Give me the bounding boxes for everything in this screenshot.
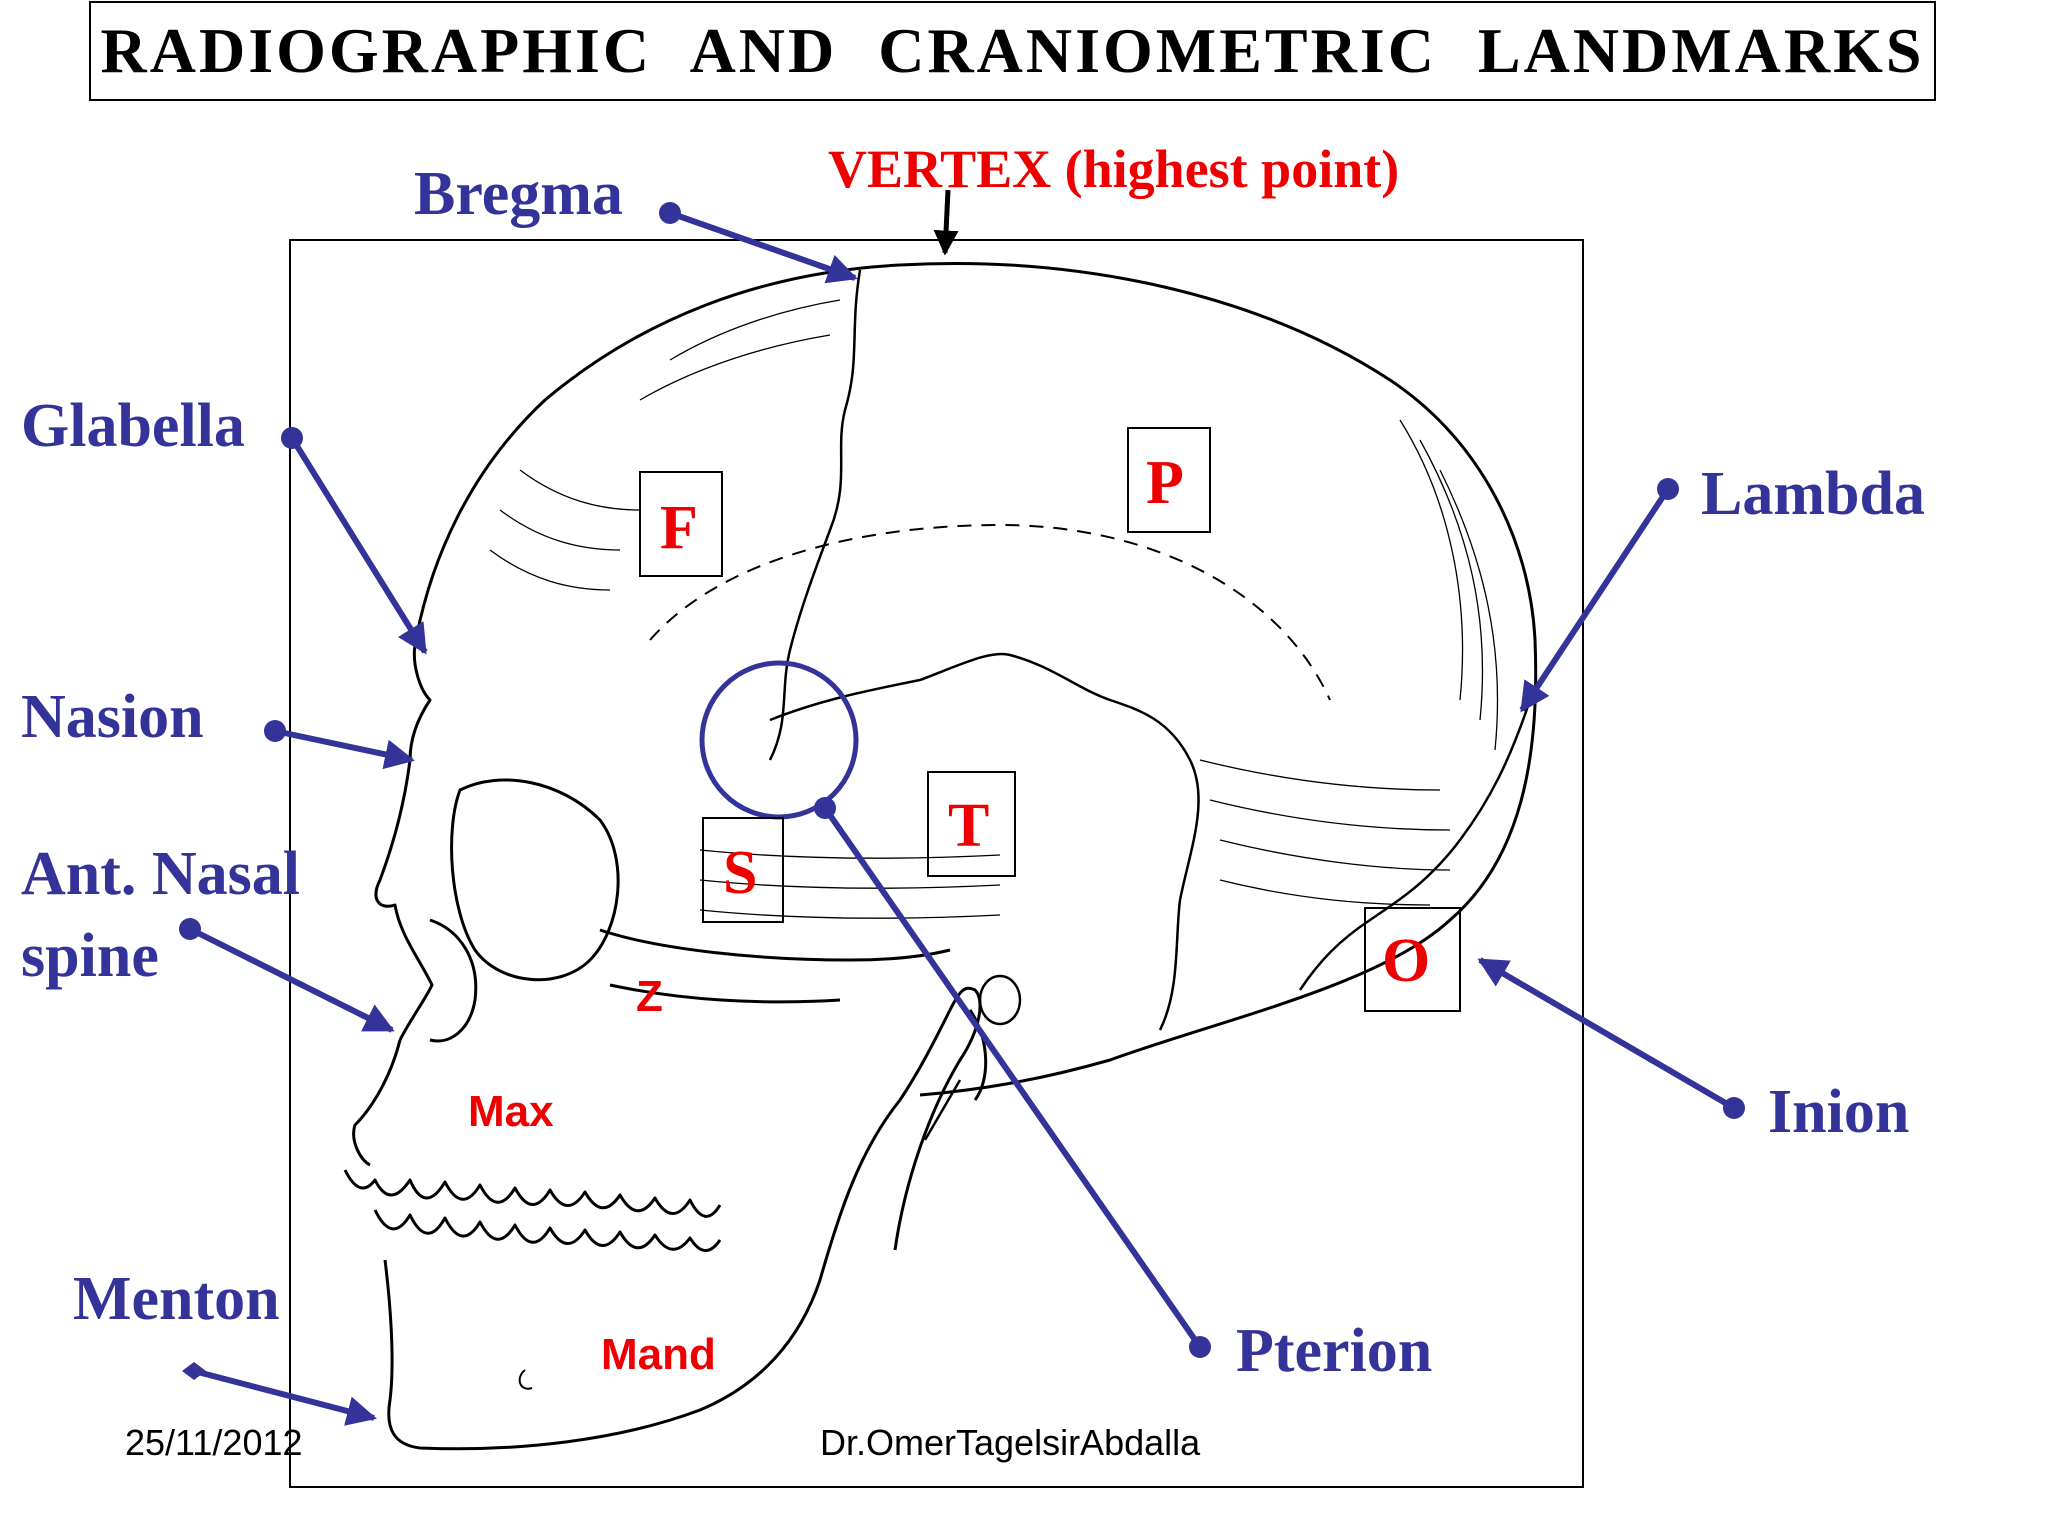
inion-arrow <box>1477 957 1736 1111</box>
lambda-label: Lambda <box>1701 460 1925 528</box>
skull-drawing <box>343 262 1538 1451</box>
temporal-box <box>927 771 1016 877</box>
bregma-label: Bregma <box>414 160 623 228</box>
frontal-box <box>639 471 723 577</box>
ant-nasal-spine-label: spine <box>21 922 159 990</box>
nasion-arrow <box>274 728 415 770</box>
glabella-label: Glabella <box>21 392 245 460</box>
vertex-label: VERTEX (highest point) <box>828 139 1400 199</box>
vertex-arrow <box>933 189 959 256</box>
footer-date: 25/11/2012 <box>125 1422 303 1463</box>
maxilla-label: Max <box>468 1087 554 1136</box>
pterion-line <box>822 806 1203 1349</box>
parietal-box <box>1127 427 1211 533</box>
occipital-letter: O <box>1382 927 1431 995</box>
lambda-arrow <box>1519 487 1671 713</box>
frontal-letter: F <box>660 494 698 562</box>
bregma-arrow <box>669 210 858 284</box>
pterion-label: Pterion <box>1236 1317 1433 1385</box>
picture-frame <box>289 239 1584 1488</box>
slide-title: RADIOGRAPHIC AND CRANIOMETRIC LANDMARKS <box>100 15 1925 86</box>
title-box: RADIOGRAPHIC AND CRANIOMETRIC LANDMARKS <box>89 1 1936 101</box>
menton-label: Menton <box>73 1265 280 1333</box>
sphenoid-box <box>702 817 784 923</box>
sphenoid-letter: S <box>723 839 758 907</box>
inion-label: Inion <box>1768 1078 1910 1146</box>
zygomatic-label: Z <box>636 972 663 1021</box>
glabella-arrow <box>289 436 428 655</box>
ant-nasal-label: Ant. Nasal <box>21 840 301 908</box>
skull-hatching <box>489 299 1499 919</box>
pointer-lines <box>179 202 1745 1426</box>
pterion-end-dot <box>814 797 836 819</box>
menton-arrow <box>193 1368 377 1426</box>
parietal-letter: P <box>1146 449 1184 517</box>
temporal-letter: T <box>948 792 990 860</box>
nasion-label: Nasion <box>21 683 204 751</box>
occipital-box <box>1364 907 1461 1012</box>
footer-author: Dr.OmerTagelsirAbdalla <box>820 1422 1201 1463</box>
ant-nasal-arrow <box>188 926 395 1033</box>
mandible-label: Mand <box>601 1330 716 1379</box>
